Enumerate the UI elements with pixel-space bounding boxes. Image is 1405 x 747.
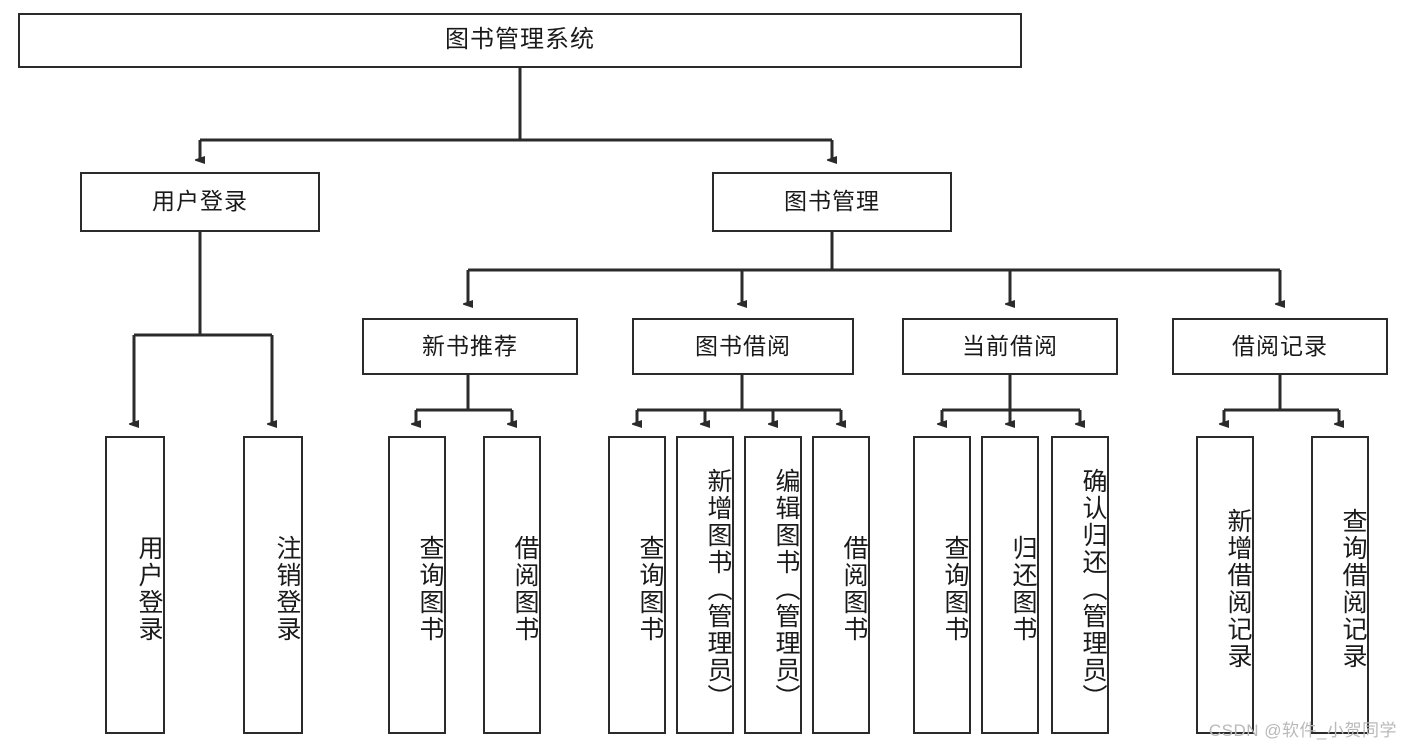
- leaf-current-borrow-return-book[interactable]: 归还图书: [981, 436, 1039, 734]
- leaf-borrow-record-query-record[interactable]: 查询借阅记录: [1311, 436, 1369, 734]
- node-label: 借阅图书: [840, 535, 868, 643]
- node-label: 查询图书: [416, 535, 444, 643]
- leaf-book-borrow-query-book[interactable]: 查询图书: [608, 436, 666, 734]
- node-user-login[interactable]: 用户登录: [80, 172, 320, 232]
- leaf-current-borrow-confirm-return-admin[interactable]: 确认归还（管理员）: [1051, 436, 1109, 734]
- node-label: 用户登录: [135, 535, 163, 643]
- node-label: 编辑图书（管理员）: [772, 467, 800, 711]
- node-label: 借阅图书: [511, 535, 539, 643]
- node-label: 借阅记录: [1232, 332, 1328, 359]
- node-label: 归还图书: [1009, 535, 1037, 643]
- node-label: 查询借阅记录: [1339, 508, 1367, 670]
- csdn-watermark: CSDN @软件_小贺同学: [1208, 721, 1397, 740]
- node-borrow-record[interactable]: 借阅记录: [1172, 318, 1388, 375]
- node-label: 注销登录: [273, 535, 301, 643]
- leaf-user-login-login[interactable]: 用户登录: [105, 436, 165, 734]
- leaf-book-borrow-edit-book-admin[interactable]: 编辑图书（管理员）: [744, 436, 802, 734]
- node-label: 当前借阅: [962, 332, 1058, 359]
- node-label: 查询图书: [636, 535, 664, 643]
- node-book-borrow[interactable]: 图书借阅: [632, 318, 854, 375]
- node-label: 图书管理: [784, 188, 880, 215]
- leaf-new-book-query-book[interactable]: 查询图书: [388, 436, 446, 734]
- node-label: 新书推荐: [422, 332, 518, 359]
- leaf-book-borrow-add-book-admin[interactable]: 新增图书（管理员）: [676, 436, 734, 734]
- leaf-new-book-borrow-book[interactable]: 借阅图书: [483, 436, 541, 734]
- leaf-current-borrow-query-book[interactable]: 查询图书: [913, 436, 971, 734]
- node-label: 确认归还（管理员）: [1079, 467, 1107, 711]
- node-root-book-management-system[interactable]: 图书管理系统: [18, 13, 1022, 68]
- leaf-user-login-logout[interactable]: 注销登录: [243, 436, 303, 734]
- leaf-book-borrow-borrow-book[interactable]: 借阅图书: [812, 436, 870, 734]
- node-label: 用户登录: [152, 188, 248, 215]
- node-label: 新增借阅记录: [1224, 508, 1252, 670]
- node-label: 新增图书（管理员）: [704, 467, 732, 711]
- node-label: 图书借阅: [695, 332, 791, 359]
- node-label: 图书管理系统: [445, 26, 595, 54]
- node-current-borrow[interactable]: 当前借阅: [902, 318, 1118, 375]
- leaf-borrow-record-add-record[interactable]: 新增借阅记录: [1196, 436, 1254, 734]
- node-label: 查询图书: [941, 535, 969, 643]
- node-book-management[interactable]: 图书管理: [712, 172, 952, 232]
- node-new-book-recommend[interactable]: 新书推荐: [362, 318, 578, 375]
